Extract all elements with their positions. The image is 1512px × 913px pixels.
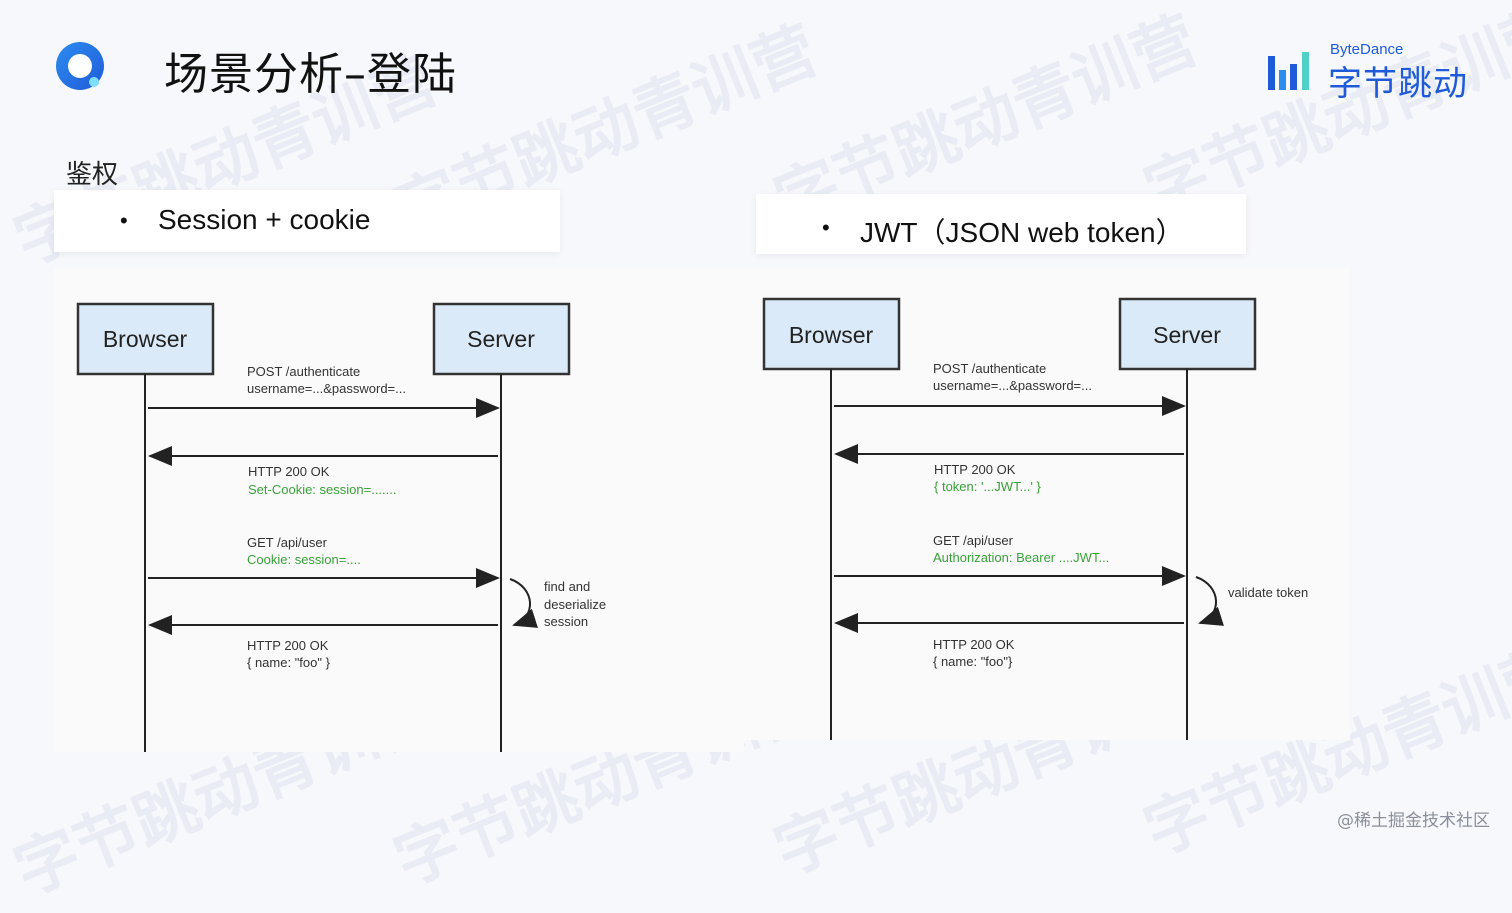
bullet-marker: • xyxy=(120,208,128,233)
actor-label: Browser xyxy=(103,326,188,352)
bullet-text: Session + cookie xyxy=(158,204,371,235)
message-label: username=...&password=... xyxy=(247,381,406,396)
section-label: 鉴权 xyxy=(66,160,119,190)
jwt-diagram: Browser Server POST /authenticate userna… xyxy=(744,268,1350,740)
brand-name-cn: 字节跳动 xyxy=(1328,64,1468,104)
actor-label: Browser xyxy=(789,322,874,348)
message-label: HTTP 200 OK xyxy=(933,637,1015,652)
actor-label: Server xyxy=(1153,322,1221,348)
page-title: 场景分析–登陆 xyxy=(164,49,457,100)
message-label: GET /api/user xyxy=(933,533,1014,548)
message-label: Authorization: Bearer ....JWT... xyxy=(933,550,1109,565)
self-call-arrow xyxy=(509,578,538,628)
message-label: Set-Cookie: session=....... xyxy=(248,482,396,497)
brand-name-en: ByteDance xyxy=(1330,41,1404,58)
message-label: HTTP 200 OK xyxy=(934,462,1016,477)
bullet-text: JWT（JSON web token） xyxy=(860,217,1184,248)
server-actor: Server xyxy=(1118,297,1257,371)
actor-label: Server xyxy=(467,326,535,352)
browser-actor: Browser xyxy=(76,302,215,376)
message-label: validate token xyxy=(1228,585,1308,600)
message-label: session xyxy=(544,614,588,629)
browser-actor: Browser xyxy=(762,297,901,371)
message-label: { name: "foo" } xyxy=(247,655,331,670)
message-label: { token: '...JWT...' } xyxy=(934,479,1041,494)
message-label: HTTP 200 OK xyxy=(247,638,329,653)
message-label: Cookie: session=.... xyxy=(247,552,361,567)
server-actor: Server xyxy=(432,302,571,376)
session-cookie-diagram: Browser Server POST /authenticate userna… xyxy=(54,268,744,752)
bytedance-logo-icon xyxy=(1268,52,1309,90)
bullet-left: • Session + cookie xyxy=(54,190,560,252)
message-label: POST /authenticate xyxy=(933,361,1046,376)
message-label: POST /authenticate xyxy=(247,364,360,379)
message-label: GET /api/user xyxy=(247,535,328,550)
bullet-right: • JWT（JSON web token） xyxy=(756,194,1246,254)
message-label: deserialize xyxy=(544,597,606,612)
message-label: HTTP 200 OK xyxy=(248,464,330,479)
sequence-diagram: Browser Server POST /authenticate userna… xyxy=(762,297,1308,740)
sequence-diagram: Browser Server POST /authenticate userna… xyxy=(76,302,606,752)
course-logo-icon xyxy=(56,42,104,90)
footer-credit: @稀土掘金技术社区 xyxy=(1337,811,1490,831)
self-call-arrow xyxy=(1195,576,1224,626)
bullet-marker: • xyxy=(822,215,830,240)
message-label: username=...&password=... xyxy=(933,378,1092,393)
message-label: find and xyxy=(544,579,590,594)
message-label: { name: "foo"} xyxy=(933,654,1013,669)
